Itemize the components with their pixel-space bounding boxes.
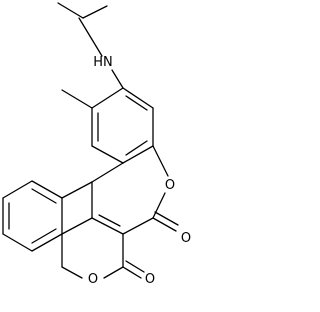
carbonyl-oxygen-upper-label: O [181,231,191,246]
lower-carbonyl [122,260,145,279]
molecule-canvas: HN O O O O [2,2,192,287]
carbonyl-oxygen-lower-label: O [145,272,155,287]
ring-oxygen-lower-label: O [88,272,98,287]
lower-pyranone-ring [61,181,124,279]
ch2-nh-bond [78,17,103,57]
nh-ring-bond [111,69,124,89]
lower-benzene-ring [2,180,63,252]
methyl-bond [61,89,93,109]
upper-benzene-ring [91,87,154,164]
amine-nh-label: HN [93,55,113,70]
ethyl-group [57,2,108,19]
structure-diagram: HN O O O O [2,2,191,287]
upper-carbonyl [152,211,179,232]
central-pyranone-ring [91,145,169,235]
ring-oxygen-upper-label: O [165,178,175,193]
